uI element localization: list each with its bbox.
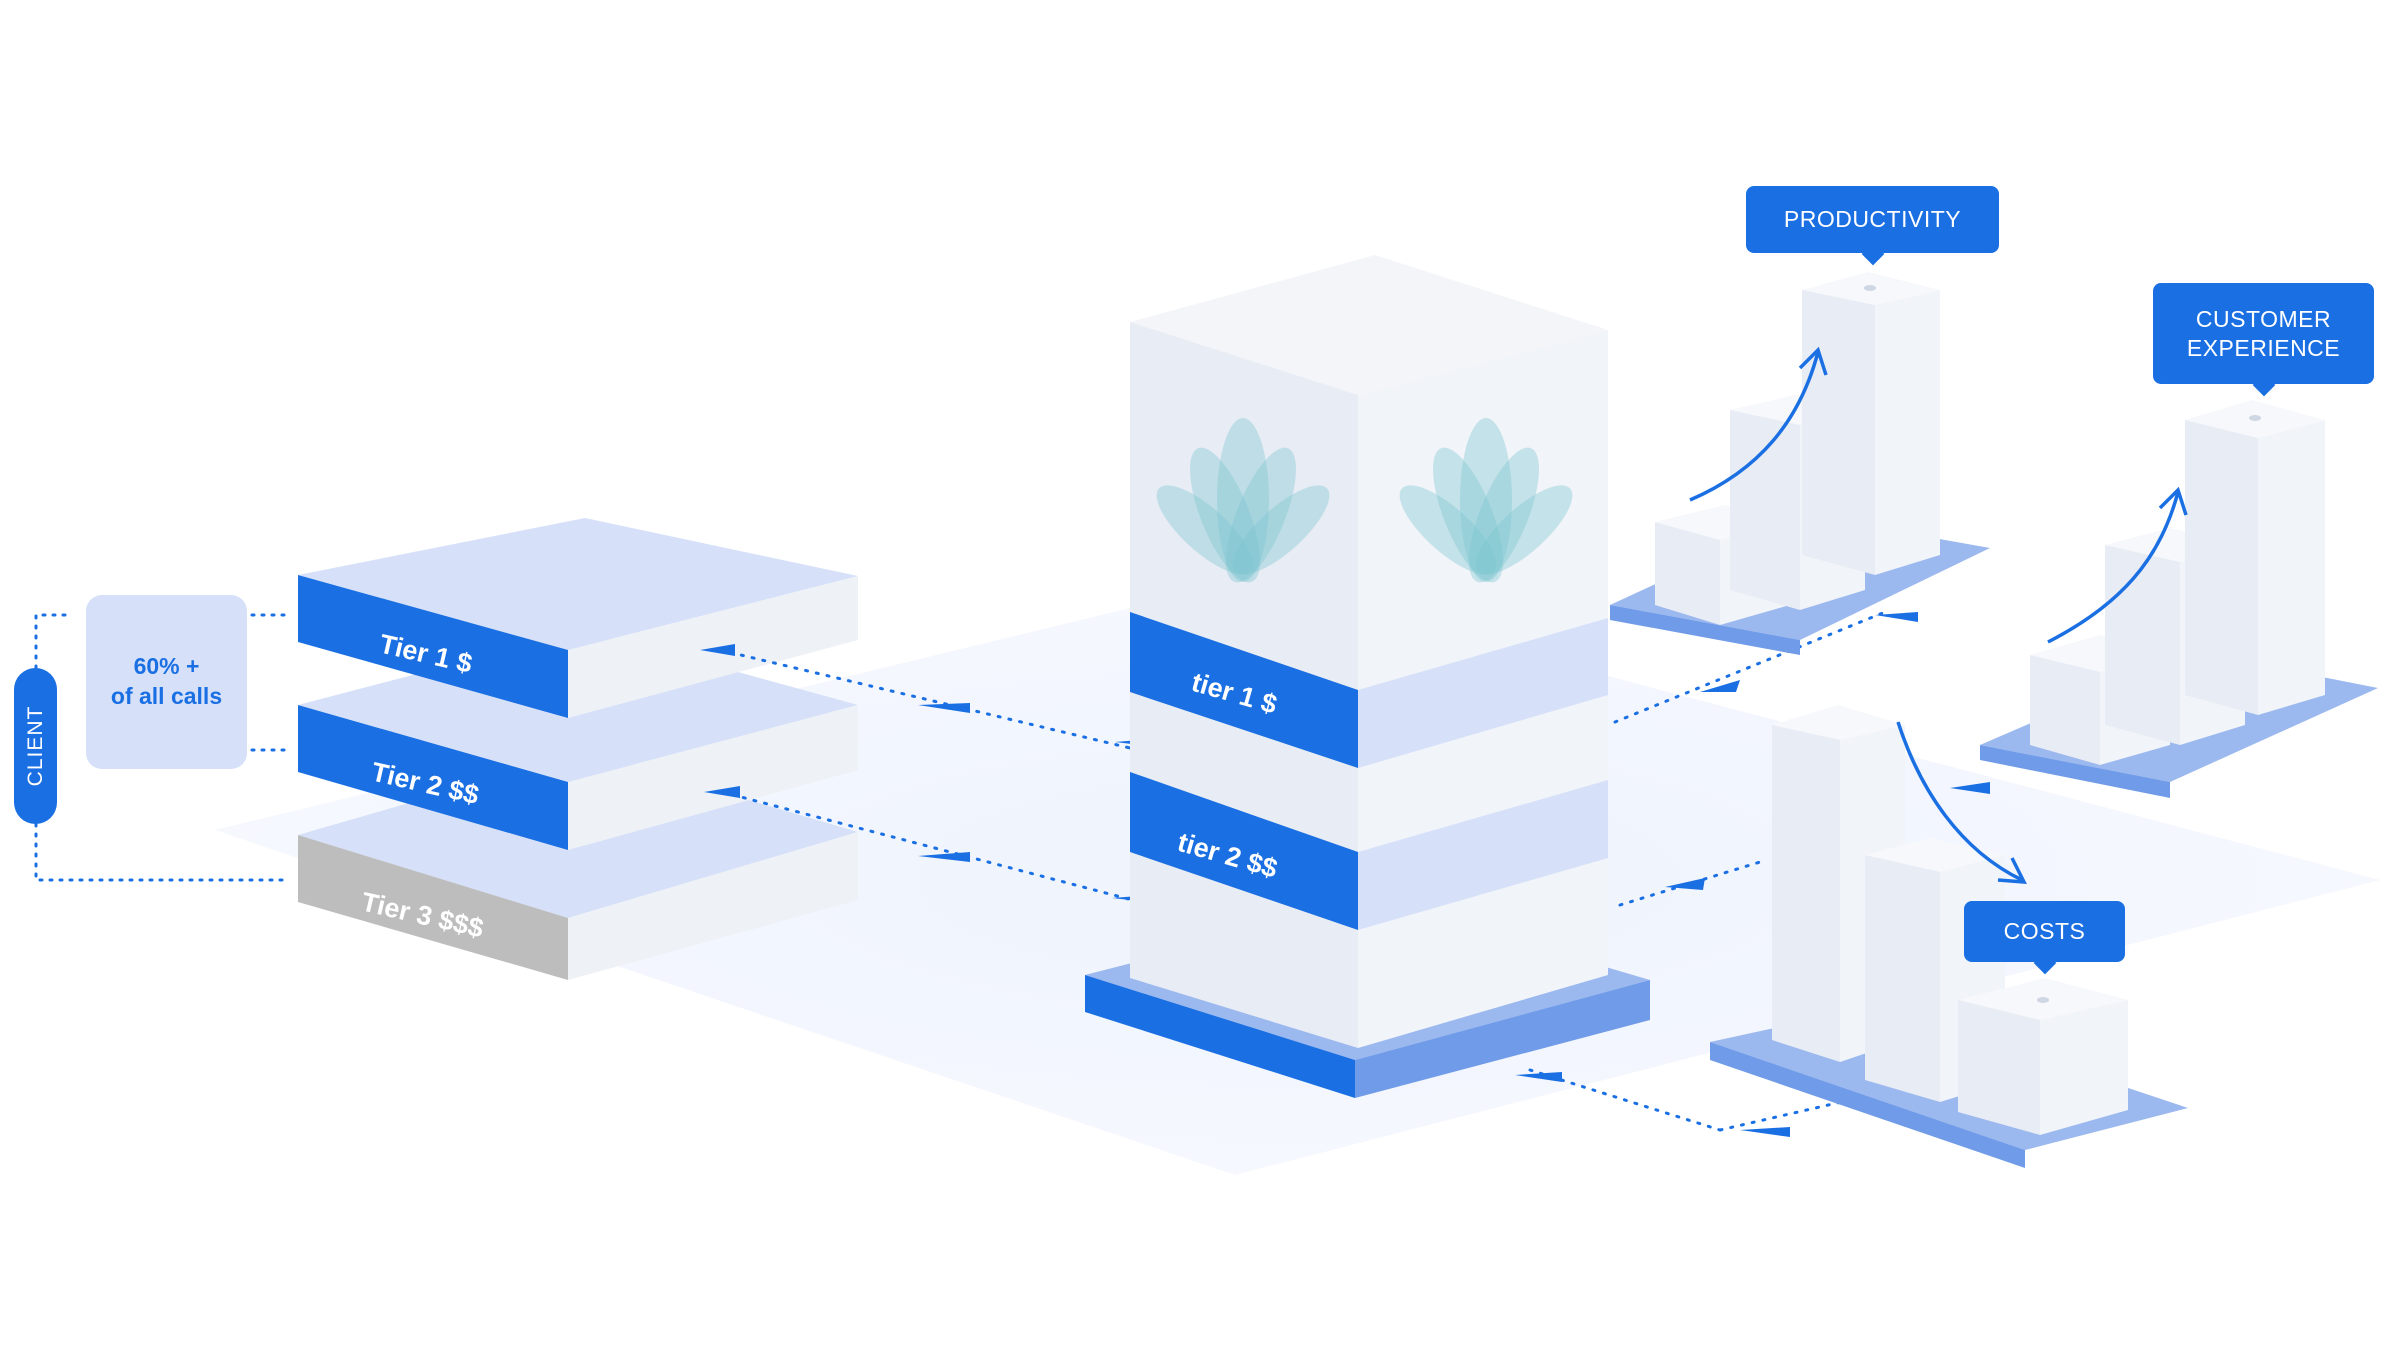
cx-label-line2: EXPERIENCE	[2186, 334, 2341, 361]
central-tower	[1085, 255, 1650, 1098]
calls-percent: 60% +	[133, 653, 200, 680]
costs-decline-arrow	[1896, 721, 2023, 882]
costs-callout: COSTS	[1964, 901, 2125, 962]
costs-label: COSTS	[2003, 918, 2086, 945]
lotus-icon	[1156, 418, 1330, 583]
client-label: CLIENT	[23, 705, 47, 787]
productivity-growth-arrow	[1689, 351, 1820, 502]
cx-growth-arrow	[2047, 491, 2180, 644]
cx-arrow-head	[2158, 486, 2188, 516]
customer-experience-chart	[1980, 400, 2378, 798]
customer-experience-callout: CUSTOMER EXPERIENCE	[2153, 283, 2374, 384]
costs-chart	[1710, 705, 2188, 1168]
client-connectors	[34, 613, 292, 882]
calls-percentage-box: 60% + of all calls	[86, 595, 247, 769]
productivity-callout: PRODUCTIVITY	[1746, 186, 1999, 253]
productivity-arrow-head	[1798, 346, 1828, 376]
productivity-chart	[1610, 272, 1990, 655]
client-badge: CLIENT	[14, 668, 57, 824]
calls-caption: of all calls	[110, 683, 223, 709]
lotus-icon	[1399, 418, 1573, 583]
productivity-label: PRODUCTIVITY	[1783, 206, 1962, 233]
cx-label-line1: CUSTOMER	[2195, 305, 2332, 332]
arrowheads-right	[1515, 612, 1990, 1137]
costs-arrow-head	[1997, 857, 2027, 884]
